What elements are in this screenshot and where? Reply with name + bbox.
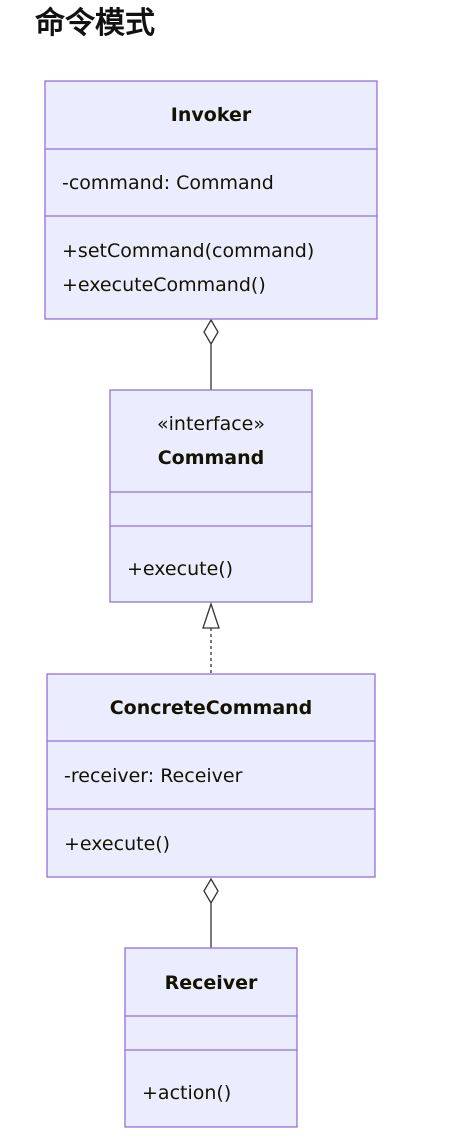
- aggregation-diamond-icon: [203, 318, 219, 346]
- class-method: +executeCommand(): [62, 274, 266, 296]
- class-stereotype: «interface»: [157, 413, 265, 435]
- class-method: +setCommand(command): [62, 240, 314, 262]
- class-receiver: Receiver +action(): [124, 947, 298, 1128]
- edge-concretecommand-receiver: [203, 877, 219, 948]
- edge-invoker-command: [203, 318, 219, 390]
- edge-concretecommand-command: [202, 601, 220, 673]
- class-invoker: Invoker -command: Command +setCommand(co…: [44, 80, 378, 320]
- class-command: «interface» Command +execute(): [109, 389, 313, 603]
- class-name: Command: [158, 447, 265, 469]
- class-name: Invoker: [171, 104, 252, 126]
- class-method: +action(): [142, 1082, 231, 1104]
- class-method: +execute(): [127, 558, 233, 580]
- class-name: Receiver: [165, 972, 258, 994]
- realization-arrow-icon: [202, 601, 220, 629]
- class-attribute: -command: Command: [62, 172, 274, 194]
- class-name: ConcreteCommand: [110, 697, 313, 719]
- page-title: 命令模式: [35, 6, 155, 41]
- class-attribute: -receiver: Receiver: [64, 765, 243, 787]
- aggregation-diamond-icon: [203, 877, 219, 905]
- class-concrete-command: ConcreteCommand -receiver: Receiver +exe…: [46, 673, 376, 878]
- class-method: +execute(): [64, 833, 170, 855]
